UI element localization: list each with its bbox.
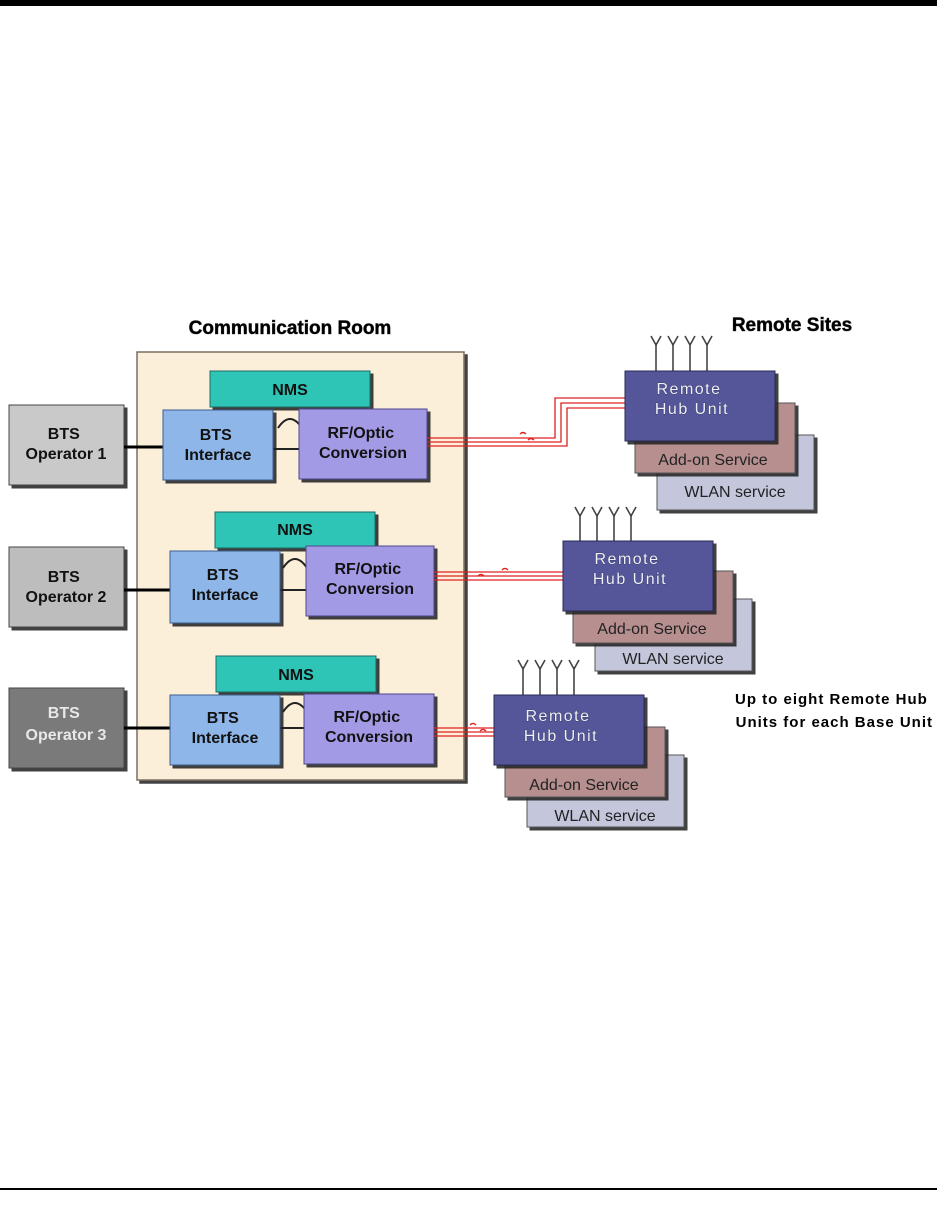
addon-service-3-label: Add-on Service: [529, 777, 638, 794]
nms-2-label: NMS: [277, 522, 313, 539]
remote-hub-unit-1: [624, 370, 776, 442]
nms-2: [214, 511, 376, 549]
rf-optic-conversion-2-label: RF/Optic Conversion: [326, 561, 414, 598]
addon-service-1-label: Add-on Service: [658, 452, 767, 469]
bts-operator-2-box: [8, 546, 125, 628]
bts-interface-3: [169, 694, 281, 766]
antenna-array-1-icon: [650, 335, 713, 372]
bottom-rule: [0, 1188, 937, 1190]
rf-optic-conversion-1-label: RF/Optic Conversion: [319, 425, 407, 462]
bts-interface-2: [169, 550, 281, 624]
remote-hub-unit-3-label: Remote Hub Unit: [524, 708, 598, 745]
bts-interface-1: [162, 409, 274, 481]
nms-1-label: NMS: [272, 382, 308, 399]
bts-operator-1-box: [8, 404, 125, 486]
nms-3: [215, 655, 377, 693]
wlan-service-1-label: WLAN service: [684, 484, 785, 501]
wlan-service-3-label: WLAN service: [554, 808, 655, 825]
remote-hub-unit-2-label: Remote Hub Unit: [593, 551, 667, 588]
nms-1: [209, 370, 371, 408]
bts-interface-2-label: BTS Interface: [192, 567, 259, 604]
nms-3-label: NMS: [278, 667, 314, 684]
remote-hub-unit-2: [562, 540, 714, 612]
remote-site-2: WLAN service Add-on Service Remote Hub U…: [562, 506, 753, 672]
remote-site-1: WLAN service Add-on Service Remote Hub U…: [624, 335, 815, 511]
rf-optic-conversion-1: [298, 408, 428, 480]
fiber-link-2: [434, 567, 563, 581]
remote-site-3: WLAN service Add-on Service Remote Hub U…: [493, 659, 685, 828]
bts-operator-1-label: BTS Operator 1: [26, 426, 107, 463]
bts-operator-2-label: BTS Operator 2: [26, 569, 107, 606]
remote-hub-unit-3: [493, 694, 645, 766]
rf-optic-conversion-2: [305, 545, 435, 617]
communication-room-title: Communication Room: [189, 318, 392, 339]
capacity-note: Up to eight Remote Hub Units for each Ba…: [735, 691, 933, 731]
row-operator-1: BTS Operator 1 NMS BTS Interface RF/Opti…: [8, 335, 815, 511]
row-operator-3: BTS Operator 3 NMS BTS Interface RF/Opti…: [8, 655, 685, 828]
top-rule: [0, 0, 937, 6]
addon-service-2-label: Add-on Service: [597, 621, 706, 638]
row-operator-2: BTS Operator 2 NMS BTS Interface RF/Opti…: [8, 506, 753, 672]
bts-interface-1-label: BTS Interface: [185, 427, 252, 464]
fiber-link-3: [434, 722, 494, 737]
fiber-link-1: [427, 397, 627, 447]
rf-optic-conversion-3-label: RF/Optic Conversion: [325, 709, 413, 746]
remote-sites-title: Remote Sites: [732, 315, 852, 336]
rf-optic-conversion-3: [303, 693, 435, 765]
bts-operator-3-box: [8, 687, 125, 769]
wlan-service-2-label: WLAN service: [622, 651, 723, 668]
bts-operator-3-label: BTS Operator 3: [26, 705, 107, 744]
bts-interface-3-label: BTS Interface: [192, 710, 259, 747]
antenna-array-3-icon: [517, 659, 580, 696]
antenna-array-2-icon: [574, 506, 637, 542]
remote-hub-unit-1-label: Remote Hub Unit: [655, 381, 729, 418]
